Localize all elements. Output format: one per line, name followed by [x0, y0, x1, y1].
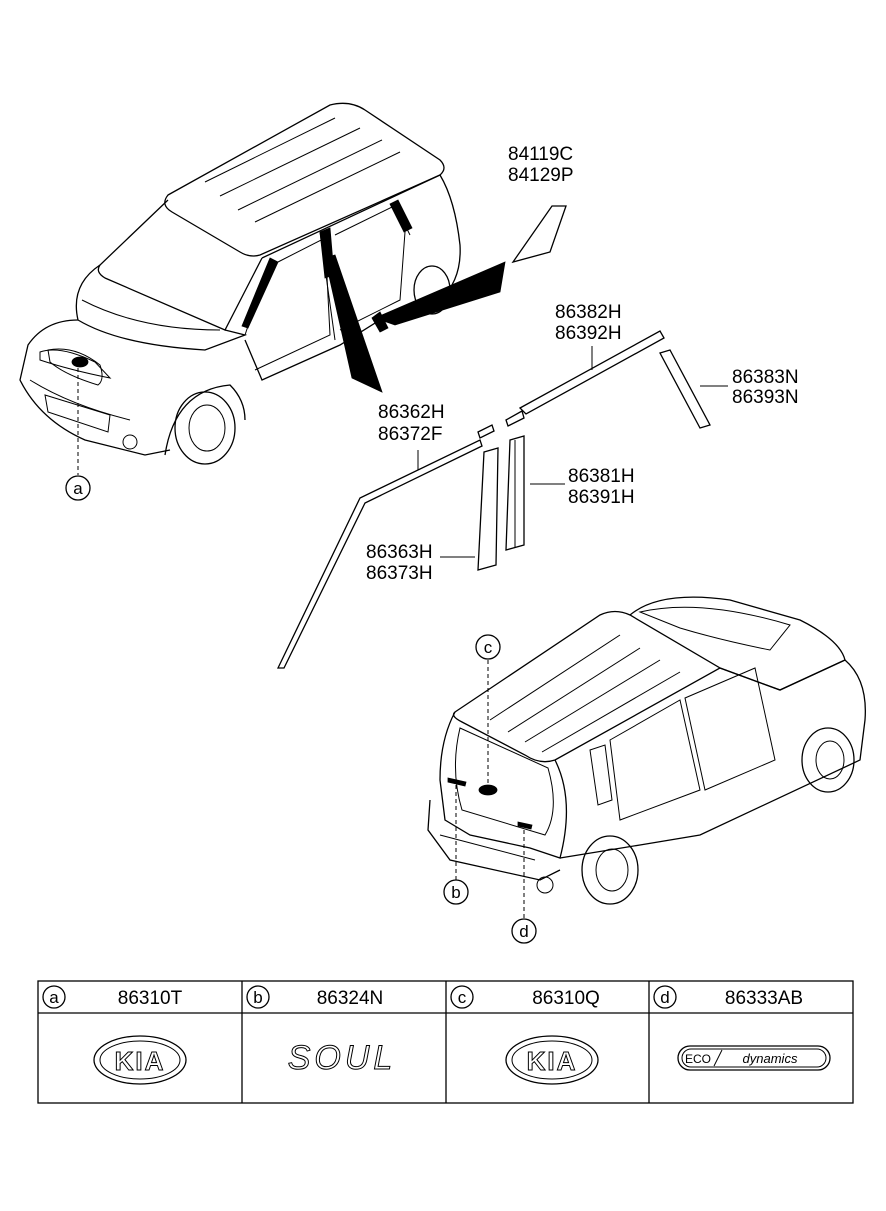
- svg-text:KIA: KIA: [527, 1046, 578, 1076]
- molding-strips: [276, 330, 711, 669]
- part-number-d: 86333AB: [725, 988, 803, 1009]
- svg-text:KIA: KIA: [115, 1046, 166, 1076]
- table-cell-c: c 86310Q KIA: [450, 985, 600, 1085]
- callout-d: d: [511, 918, 537, 944]
- kia-emblem-icon: KIA: [93, 1035, 187, 1085]
- label-86391h: 86391H: [568, 487, 635, 508]
- emblem-table: a 86310T KIA b 86324N SOUL c 86310Q KIA: [37, 980, 854, 1104]
- front-vehicle-illustration: [19, 102, 506, 465]
- quarter-glass-part: [511, 205, 567, 264]
- leader-lines-rear: [455, 660, 525, 918]
- table-cell-b: b 86324N SOUL: [246, 985, 397, 1078]
- svg-text:a: a: [73, 479, 83, 498]
- callout-c: c: [475, 634, 501, 660]
- leader-lines: [77, 346, 728, 558]
- callout-a: a: [65, 475, 91, 501]
- label-84119c: 84119C: [508, 144, 573, 165]
- svg-text:dynamics: dynamics: [743, 1051, 798, 1066]
- label-86392h: 86392H: [555, 323, 622, 344]
- table-cell-a: a 86310T KIA: [42, 985, 187, 1085]
- label-86382h: 86382H: [555, 302, 622, 323]
- svg-text:d: d: [660, 988, 669, 1007]
- svg-text:ECO: ECO: [685, 1052, 711, 1066]
- label-86383n: 86383N: [732, 367, 799, 388]
- label-86363h: 86363H: [366, 542, 433, 563]
- rear-vehicle-illustration: [427, 596, 866, 905]
- svg-text:b: b: [253, 988, 262, 1007]
- part-number-b: 86324N: [317, 988, 384, 1009]
- label-86372f: 86372F: [378, 424, 442, 445]
- svg-text:d: d: [519, 922, 528, 941]
- svg-text:a: a: [49, 988, 59, 1007]
- kia-emblem-icon: KIA: [505, 1035, 599, 1085]
- table-cell-d: d 86333AB ECO dynamics: [653, 985, 831, 1071]
- label-86362h: 86362H: [378, 402, 445, 423]
- label-86381h: 86381H: [568, 466, 635, 487]
- label-86393n: 86393N: [732, 387, 799, 408]
- label-84129p: 84129P: [508, 165, 574, 186]
- label-86373h: 86373H: [366, 563, 433, 584]
- part-number-a: 86310T: [118, 988, 183, 1009]
- eco-dynamics-emblem-icon: ECO dynamics: [677, 1045, 831, 1071]
- soul-emblem-icon: SOUL: [288, 1039, 397, 1077]
- svg-text:c: c: [458, 988, 467, 1007]
- part-number-c: 86310Q: [532, 988, 600, 1009]
- svg-text:c: c: [484, 638, 493, 657]
- svg-text:b: b: [451, 883, 460, 902]
- callout-b: b: [443, 879, 469, 905]
